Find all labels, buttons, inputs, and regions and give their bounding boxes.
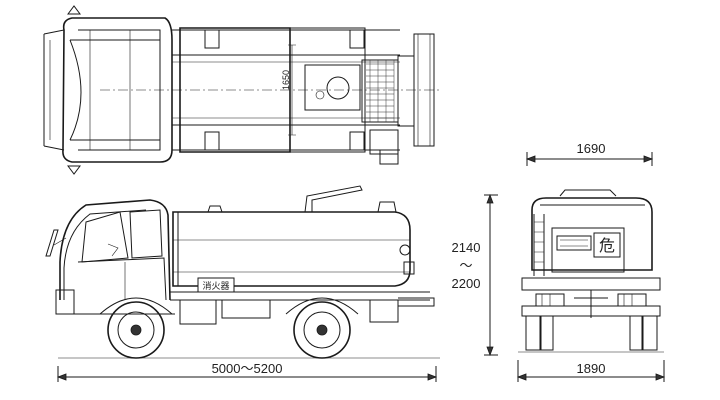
rear-width-bottom-label: 1890 (577, 361, 606, 376)
rear-wheel (293, 301, 351, 359)
rear-view-wheels (525, 315, 658, 351)
height-max-label: 2200 (452, 276, 481, 291)
height-dimension: 2140 ～ 2200 (452, 193, 498, 357)
plan-view: 1650 (43, 5, 440, 175)
rear-width-top-label: 1690 (577, 141, 606, 156)
extinguisher-label: 消火器 (202, 280, 229, 291)
rear-view: 1690 危 1890 (516, 141, 666, 382)
overall-length-label: 5000～5200 (212, 361, 283, 376)
front-wheel (107, 301, 165, 359)
hazard-emblem: 危 (599, 237, 615, 255)
plan-width-label: 1650 (281, 70, 291, 90)
side-view: 消火器 5000～5200 (45, 185, 440, 382)
height-sep-label: ～ (459, 258, 472, 273)
height-min-label: 2140 (452, 240, 481, 255)
